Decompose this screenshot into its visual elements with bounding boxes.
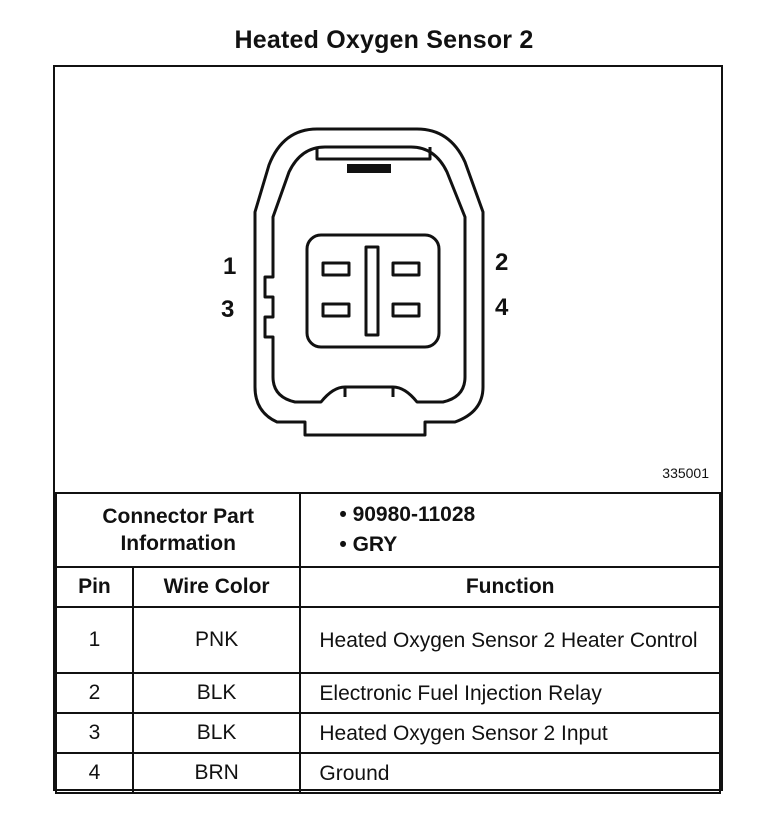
connector-part-row: Connector Part Information 90980-11028 G…: [54, 492, 721, 568]
function-cell: Heated Oxygen Sensor 2 Heater Control: [299, 606, 721, 674]
table-row: 2 BLK Electronic Fuel Injection Relay: [55, 672, 721, 714]
pin-label-1: 1: [223, 253, 237, 280]
function-cell: Heated Oxygen Sensor 2 Input: [299, 712, 721, 754]
connector-inner-shell: [263, 145, 467, 404]
header-pin: Pin: [55, 566, 134, 608]
pin-label-3: 3: [221, 296, 235, 323]
wire-color-cell: BLK: [131, 712, 302, 754]
function-cell: Electronic Fuel Injection Relay: [299, 672, 721, 714]
table-row: 1 PNK Heated Oxygen Sensor 2 Heater Cont…: [55, 606, 721, 674]
pin-cell: 1: [55, 606, 134, 674]
figure-number: 335001: [662, 465, 709, 481]
center-divider: [364, 245, 380, 337]
diagram-title: Heated Oxygen Sensor 2: [234, 26, 534, 54]
connector-part-values: 90980-11028 GRY: [299, 492, 721, 568]
header-wire-color: Wire Color: [131, 566, 302, 608]
wire-color-cell: PNK: [131, 606, 302, 674]
table-row: 3 BLK Heated Oxygen Sensor 2 Input: [55, 712, 721, 754]
pin-terminal-2: [391, 261, 421, 277]
connector-color: GRY: [339, 530, 719, 560]
pin-label-2: 2: [495, 249, 509, 276]
connector-outer-shell: [253, 127, 485, 437]
pin-terminal-3: [321, 302, 351, 318]
connector-part-label: Connector Part Information: [54, 492, 302, 568]
pin-cell: 2: [55, 672, 134, 714]
table-header-row: Pin Wire Color Function: [55, 566, 721, 608]
connector-info-table: Connector Part Information 90980-11028 G…: [54, 492, 721, 794]
wire-color-cell: BLK: [131, 672, 302, 714]
wire-color-cell: BRN: [131, 752, 302, 794]
function-cell: Ground: [299, 752, 721, 794]
pin-cell: 3: [55, 712, 134, 754]
connector-diagram: 1 2 3 4 335001: [55, 67, 721, 492]
connector-part-number: 90980-11028: [339, 500, 719, 530]
connector-frame: 1 2 3 4 335001 Connector Part Informatio…: [53, 65, 723, 794]
connector-part-label-line2: Information: [120, 532, 236, 555]
connector-top-ridge: [315, 147, 432, 161]
pin-label-4: 4: [495, 294, 509, 321]
table-row: 4 BRN Ground: [55, 752, 721, 794]
connector-drawing: [253, 127, 485, 437]
header-function: Function: [299, 566, 721, 608]
pin-cell: 4: [55, 752, 134, 794]
pin-terminal-1: [321, 261, 351, 277]
pin-housing: [305, 233, 441, 349]
locking-latch: [347, 164, 391, 173]
connector-part-label-line1: Connector Part: [102, 505, 255, 528]
connector-bottom-tab: [343, 387, 395, 397]
pin-terminal-4: [391, 302, 421, 318]
